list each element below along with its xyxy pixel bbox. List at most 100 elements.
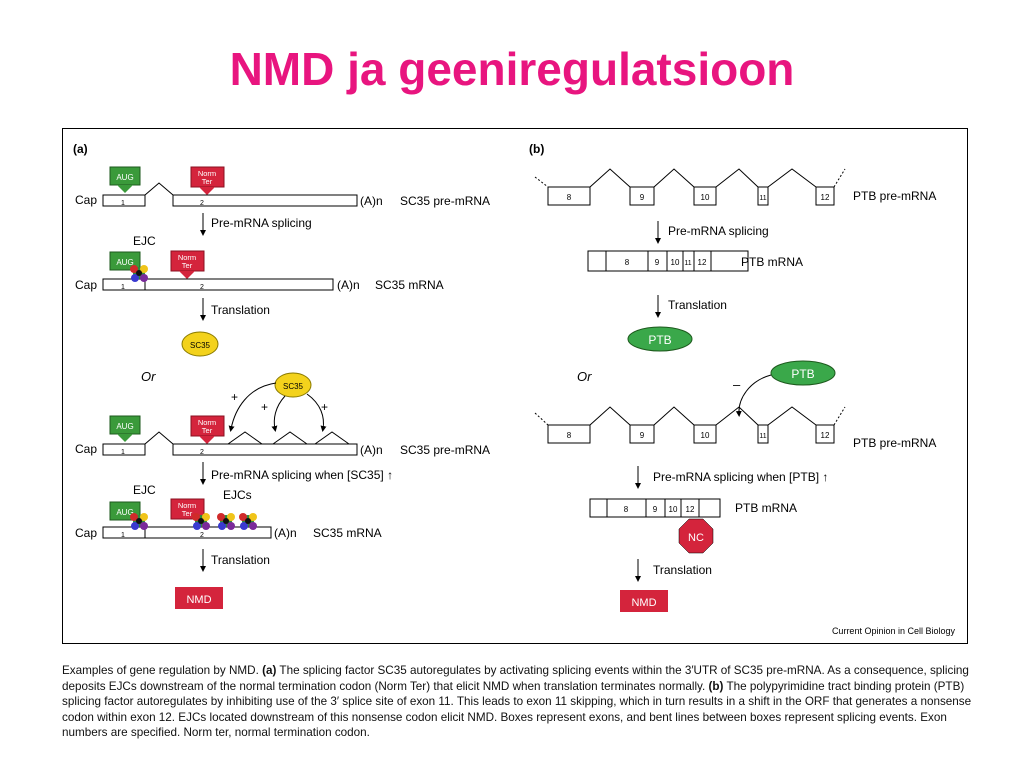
svg-text:1: 1 [121,284,125,291]
svg-text:PTB pre-mRNA: PTB pre-mRNA [853,436,936,450]
svg-text:9: 9 [640,193,645,202]
svg-text:2: 2 [200,532,204,539]
svg-text:+: + [261,400,268,414]
figure-panel: (a) AUG Norm Ter Cap 1 2 (A)n SC35 pre-m… [62,128,968,644]
svg-text:Translation: Translation [668,298,727,312]
svg-text:(A)n: (A)n [274,526,297,540]
svg-text:9: 9 [640,431,645,440]
sc35-pre-mrna-label: SC35 pre-mRNA [400,194,490,208]
b-row1-pre-mrna: 8 9 10 11 12 PTB pre-mRNA [534,168,936,206]
aug-label: AUG [116,173,133,182]
svg-text:NC: NC [688,532,704,544]
svg-text:(A)n: (A)n [337,278,360,292]
svg-text:Norm: Norm [178,501,196,510]
svg-text:AUG: AUG [116,422,133,431]
svg-text:11: 11 [759,195,766,202]
svg-text:Translation: Translation [211,553,270,567]
cap-label: Cap [75,193,97,207]
ptb-pre-mrna-label: PTB pre-mRNA [853,189,936,203]
svg-text:11: 11 [684,260,691,267]
svg-text:8: 8 [567,431,572,440]
svg-text:PTB mRNA: PTB mRNA [735,501,797,515]
exon-2 [172,194,358,207]
svg-text:10: 10 [671,258,680,267]
svg-text:2: 2 [200,284,204,291]
svg-text:PTB: PTB [648,333,671,347]
svg-text:Translation: Translation [211,303,270,317]
svg-text:10: 10 [701,431,710,440]
ejc-label: EJC [133,234,156,248]
ptb-protein [627,326,693,352]
sc35-protein [181,331,219,357]
svg-text:Pre-mRNA splicing: Pre-mRNA splicing [211,216,312,230]
svg-text:10: 10 [701,193,710,202]
svg-text:1: 1 [121,532,125,539]
svg-text:8: 8 [624,505,629,514]
svg-text:+: + [231,390,238,404]
b-row2-mrna: 8 9 10 11 12 PTB mRNA [587,250,803,272]
source-credit: Current Opinion in Cell Biology [832,626,956,636]
svg-text:10: 10 [669,505,678,514]
ejcs-label: EJCs [223,488,252,502]
svg-text:SC35: SC35 [190,341,211,350]
svg-text:NMD: NMD [631,597,656,609]
svg-text:Ter: Ter [202,426,213,435]
figure-caption: Examples of gene regulation by NMD. (a) … [62,664,972,740]
svg-text:AUG: AUG [116,508,133,517]
svg-text:9: 9 [653,505,658,514]
svg-text:–: – [733,377,741,392]
svg-text:12: 12 [698,258,707,267]
sc35-activator [274,372,312,398]
a-row1-pre-mrna: AUG Norm Ter Cap 1 2 (A)n SC35 pre-mRNA [75,166,490,208]
ptb-repressor [770,360,836,386]
svg-text:SC35: SC35 [283,382,304,391]
svg-text:11: 11 [759,433,766,440]
svg-text:SC35 pre-mRNA: SC35 pre-mRNA [400,443,490,457]
svg-text:12: 12 [686,505,695,514]
svg-text:AUG: AUG [116,258,133,267]
svg-text:12: 12 [821,431,830,440]
a-row3-pre-mrna: AUG Norm Ter Cap 1 2 (A)n SC35 pre-mRNA [75,415,490,457]
or-label-b: Or [577,369,592,384]
svg-text:SC35 mRNA: SC35 mRNA [313,526,382,540]
norm-label: Norm [198,169,216,178]
b-row4-mrna: 8 9 10 12 PTB mRNA [589,498,797,518]
svg-text:Pre-mRNA splicing: Pre-mRNA splicing [668,224,769,238]
svg-text:(A)n: (A)n [360,443,383,457]
svg-text:Ter: Ter [182,261,193,270]
svg-text:Norm: Norm [198,418,216,427]
diagram-svg: (a) AUG Norm Ter Cap 1 2 (A)n SC35 pre-m… [73,142,956,636]
svg-text:Cap: Cap [75,442,97,456]
slide-title: NMD ja geeniregulatsioon [229,43,795,95]
ter-label: Ter [202,177,213,186]
svg-text:Pre-mRNA splicing when [PTB] ↑: Pre-mRNA splicing when [PTB] ↑ [653,470,828,484]
sc35-mrna-label: SC35 mRNA [375,278,444,292]
svg-text:Ter: Ter [182,509,193,518]
panel-b-label: (b) [529,142,544,156]
nmd-box-a [175,587,223,609]
svg-text:9: 9 [655,258,660,267]
exon-1 [102,194,146,207]
svg-text:Translation: Translation [653,563,712,577]
svg-text:Norm: Norm [178,253,196,262]
svg-text:NMD: NMD [186,594,211,606]
svg-text:12: 12 [821,193,830,202]
svg-text:PTB: PTB [791,367,814,381]
svg-text:(A)n: (A)n [360,194,383,208]
svg-text:EJC: EJC [133,483,156,497]
svg-text:1: 1 [121,200,125,207]
svg-text:Cap: Cap [75,526,97,540]
sc35-mrna-bar [102,278,334,291]
svg-text:Cap: Cap [75,278,97,292]
a-row2-mrna: EJC AUG Norm Ter Cap 1 2 (A)n SC35 mRNA [75,234,444,292]
svg-text:1: 1 [121,449,125,456]
a-row4-mrna: EJC EJCs AUG Norm Ter Cap 1 2 (A)n SC35 … [75,483,382,540]
svg-text:Pre-mRNA splicing when [SC35]: Pre-mRNA splicing when [SC35] ↑ [211,468,393,482]
panel-a-label: (a) [73,142,88,156]
or-label-a: Or [141,369,156,384]
svg-text:8: 8 [625,258,630,267]
nmd-box-b [620,590,668,612]
ptb-mrna-label: PTB mRNA [741,255,803,269]
svg-text:+: + [321,400,328,414]
svg-text:8: 8 [567,193,572,202]
